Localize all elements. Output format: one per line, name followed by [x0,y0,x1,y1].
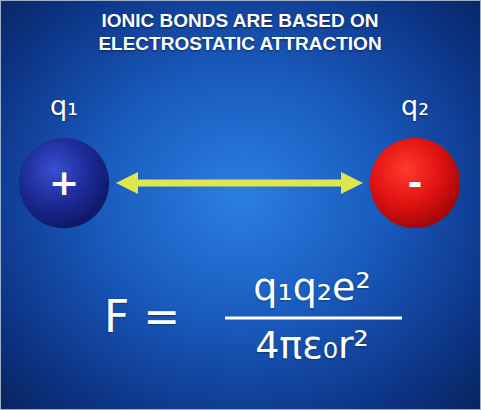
fraction-bar [225,317,402,320]
charge-heading-wrap: q₂ [349,91,481,121]
formula-numerator: q₁q₂e² [212,266,412,310]
sphere-body: + [18,137,110,229]
charge-label: q₂ [401,90,429,121]
connector-layer [134,183,345,184]
charge-heading-wrap: q₁ [0,91,130,121]
double-arrow [134,180,345,187]
sphere-body: - [369,137,461,229]
charge-sign: + [49,165,79,201]
anion-sphere: q₂- [369,137,461,229]
formula-denominator: 4πε₀r² [212,324,412,368]
slide-title: IONIC BONDS ARE BASED ON ELECTROSTATIC A… [40,10,440,56]
formula-force: F = [104,292,214,343]
sphere-shape [19,138,109,228]
sphere-shape [370,138,460,228]
charge-label: q₁ [50,90,78,121]
charge-sign: - [408,165,423,201]
cation-sphere: q₁+ [18,137,110,229]
